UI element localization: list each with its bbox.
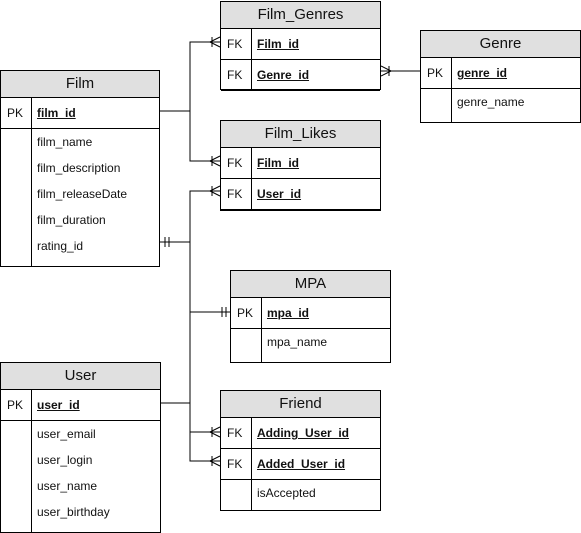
crowfoot-filmgenres-genre <box>380 65 392 77</box>
key-field: Genre_id <box>257 68 310 82</box>
entity-title: Film <box>1 71 159 98</box>
key-divider <box>251 148 252 210</box>
key-row: FK User_id <box>221 179 380 210</box>
key-row: FK Film_id <box>221 29 380 60</box>
crowfoot-friend-added <box>209 455 221 467</box>
rel-film-filmgenres <box>160 41 220 112</box>
key-field: film_id <box>37 106 76 120</box>
crowfoot-filmlikes-user <box>209 185 221 197</box>
rel-user-friend-adding <box>189 403 220 433</box>
entity-film[interactable]: Film PK film_id film_name film_descripti… <box>0 70 160 267</box>
key-type: PK <box>237 306 254 320</box>
attribute-field: user_email <box>37 427 96 441</box>
rel-user-friend-added <box>189 432 220 462</box>
attribute-row: genre_name <box>421 89 580 115</box>
key-divider <box>261 298 262 362</box>
attribute-field: film_name <box>37 135 93 149</box>
key-row: FK Adding_User_id <box>221 418 380 449</box>
entity-friend[interactable]: Friend FK Adding_User_id FK Added_User_i… <box>220 390 381 511</box>
key-type: FK <box>227 187 243 201</box>
key-row: FK Film_id <box>221 148 380 179</box>
attribute-row: user_login <box>1 447 160 473</box>
key-row: PK mpa_id <box>231 298 390 329</box>
rel-film-filmlikes <box>189 111 220 162</box>
key-field: User_id <box>257 187 302 201</box>
attribute-row: user_birthday <box>1 499 160 525</box>
entity-mpa[interactable]: MPA PK mpa_id mpa_name <box>230 270 391 363</box>
key-type: PK <box>7 106 24 120</box>
key-type: PK <box>427 66 444 80</box>
attribute-row: isAccepted <box>221 480 380 506</box>
attribute-row: user_name <box>1 473 160 499</box>
one-marker-mpa <box>221 307 227 317</box>
key-type: FK <box>227 68 243 82</box>
entity-title: Film_Genres <box>221 2 380 29</box>
attribute-field: film_duration <box>37 213 106 227</box>
key-row: PK user_id <box>1 390 160 421</box>
key-field: Film_id <box>257 37 300 51</box>
key-type: FK <box>227 426 243 440</box>
attribute-row: rating_id <box>1 233 159 259</box>
key-row: FK Added_User_id <box>221 449 380 480</box>
key-field: mpa_id <box>267 306 310 320</box>
attribute-row: film_name <box>1 129 159 155</box>
attribute-row: film_releaseDate <box>1 181 159 207</box>
crowfoot-filmgenres-film <box>209 36 221 48</box>
key-type: PK <box>7 398 24 412</box>
entity-title: Friend <box>221 391 380 418</box>
entity-title: Film_Likes <box>221 121 380 148</box>
key-field: user_id <box>37 398 80 412</box>
attribute-field: film_releaseDate <box>37 187 128 201</box>
attribute-field: film_description <box>37 161 121 175</box>
crowfoot-filmlikes-film <box>209 155 221 167</box>
key-divider <box>251 418 252 510</box>
entity-title: Genre <box>421 31 580 58</box>
one-marker-film-rating <box>164 237 170 247</box>
attribute-row: film_description <box>1 155 159 181</box>
key-field: genre_id <box>457 66 508 80</box>
entity-film-likes[interactable]: Film_Likes FK Film_id FK User_id <box>220 120 381 211</box>
key-field: Adding_User_id <box>257 426 350 440</box>
attribute-field: user_login <box>37 453 93 467</box>
entity-genre[interactable]: Genre PK genre_id genre_name <box>420 30 581 123</box>
crowfoot-friend-adding <box>209 426 221 438</box>
key-field: Film_id <box>257 156 300 170</box>
key-field: Added_User_id <box>257 457 346 471</box>
entity-user[interactable]: User PK user_id user_email user_login us… <box>0 362 161 533</box>
entity-title: MPA <box>231 271 390 298</box>
key-divider <box>31 390 32 532</box>
attribute-field: user_name <box>37 479 98 493</box>
attribute-field: isAccepted <box>257 486 316 500</box>
attribute-row: mpa_name <box>231 329 390 355</box>
rel-user-filmlikes <box>160 190 220 404</box>
key-row: PK genre_id <box>421 58 580 89</box>
entity-title: User <box>1 363 160 390</box>
key-divider <box>451 58 452 122</box>
attribute-row: film_duration <box>1 207 159 233</box>
key-type: FK <box>227 457 243 471</box>
key-type: FK <box>227 156 243 170</box>
attribute-row: user_email <box>1 421 160 447</box>
entity-film-genres[interactable]: Film_Genres FK Film_id FK Genre_id <box>220 1 381 91</box>
key-row: FK Genre_id <box>221 60 380 91</box>
attribute-field: user_birthday <box>37 505 110 519</box>
key-row: PK film_id <box>1 98 159 129</box>
key-type: FK <box>227 37 243 51</box>
attribute-field: rating_id <box>37 239 84 253</box>
rel-film-mpa <box>160 241 230 313</box>
key-divider <box>31 98 32 266</box>
attribute-field: genre_name <box>457 95 525 109</box>
attribute-field: mpa_name <box>267 335 328 349</box>
